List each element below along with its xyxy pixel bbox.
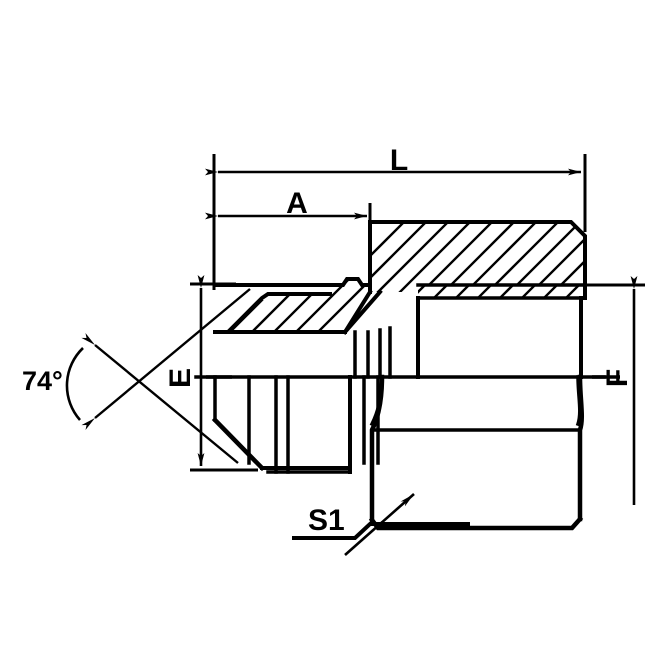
seat-angle-label: 74° bbox=[22, 366, 63, 396]
angle-leader-upper bbox=[81, 332, 239, 464]
upper-body-outline bbox=[368, 220, 587, 287]
s1-leader-arrow bbox=[344, 493, 415, 556]
dimension-label-E: E bbox=[164, 368, 197, 388]
hex-top-chamfer-right bbox=[575, 375, 582, 427]
part-outline-group bbox=[194, 220, 606, 531]
male-thread-crest bbox=[213, 277, 372, 287]
hex-top-chamfer-left bbox=[369, 375, 384, 427]
angle-arc bbox=[65, 347, 84, 421]
s1-leader-line bbox=[292, 522, 470, 540]
hatch-upper-body bbox=[370, 222, 585, 292]
dimension-group bbox=[190, 154, 645, 505]
hex-size-label: S1 bbox=[308, 504, 345, 537]
dimension-label-L: L bbox=[390, 144, 408, 177]
dimension-label-A: A bbox=[286, 187, 308, 220]
angle-callout-group bbox=[65, 288, 251, 464]
s1-leader-group bbox=[292, 493, 470, 556]
angle-leader-lower bbox=[81, 288, 251, 431]
dimension-label-F: F bbox=[601, 369, 634, 387]
inner-chamfer bbox=[342, 289, 383, 335]
hatch-male-thread bbox=[215, 279, 370, 332]
lower-male-chamfer bbox=[211, 416, 266, 472]
